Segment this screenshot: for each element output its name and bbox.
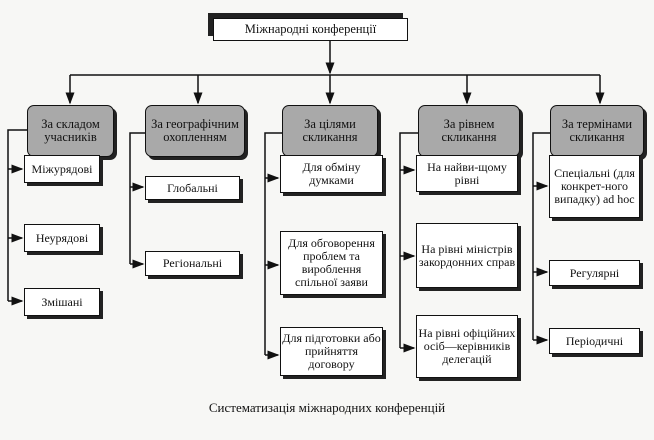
item-special: Спеціальні (для конкрет-ного випадку) ad… <box>549 155 640 218</box>
category-level: За рівнем скликання <box>418 105 520 157</box>
item-regional: Регіональні <box>145 251 240 276</box>
item-global: Глобальні <box>145 176 240 200</box>
category-geography: За географічним охопленням <box>145 105 245 157</box>
item-mixed: Змішані <box>24 288 100 316</box>
category-participants: За складом учасників <box>27 105 114 157</box>
item-nongovernmental: Неурядові <box>24 224 100 252</box>
item-regular: Регулярні <box>549 260 640 286</box>
item-prepare-treaty: Для підготовки або прийняття договору <box>280 327 383 376</box>
item-intergovernmental: Міжурядові <box>24 155 100 183</box>
category-goals: За цілями скликання <box>282 105 378 157</box>
diagram-caption: Систематизація міжнародних конференцій <box>208 400 446 415</box>
item-discuss-problems: Для обговорення проблем та вироблення сп… <box>280 231 383 295</box>
item-officials-level: На рівні офіційних осіб—керівників делег… <box>416 315 518 378</box>
root-node: Міжнародні конференції <box>213 18 408 41</box>
item-periodic: Періодичні <box>549 328 640 354</box>
item-ministers-level: На рівні міністрів закордонних справ <box>416 223 518 288</box>
item-exchange-views: Для обміну думками <box>280 155 383 193</box>
item-summit-level: На найви-щому рівні <box>416 155 518 192</box>
category-terms: За термінами скликання <box>550 105 644 157</box>
